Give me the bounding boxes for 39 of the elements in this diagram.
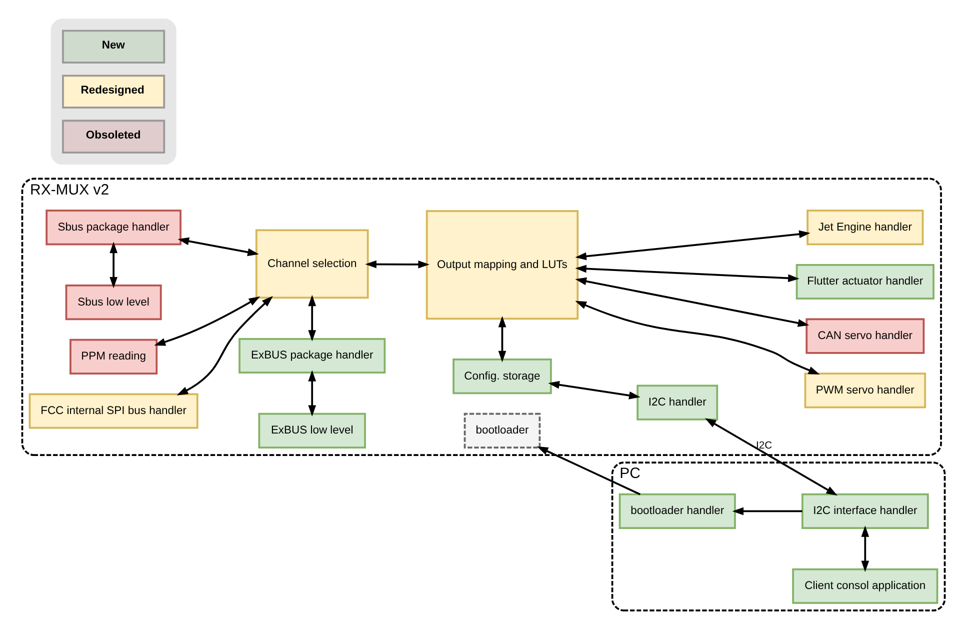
node-box: ExBUS package handler [238, 338, 386, 374]
legend-label: Redesigned [80, 84, 144, 97]
arrow [574, 264, 799, 282]
arrow [536, 446, 640, 496]
arrow [860, 526, 869, 572]
node-box: bootloader [463, 412, 540, 448]
node-box: CAN servo handler [805, 318, 924, 354]
node-box: Config. storage [452, 358, 552, 394]
arrow [732, 507, 802, 516]
arrow [308, 294, 316, 342]
arrow [308, 370, 316, 417]
node-box: Sbus package handler [45, 210, 181, 246]
arrow [176, 296, 272, 396]
node-box: PWM servo handler [804, 372, 926, 408]
node-box: Flutter actuator handler [795, 264, 934, 300]
node-box: I2C interface handler [800, 493, 928, 529]
node-box: Client consol application [792, 568, 938, 604]
node-box: FCC internal SPI bus handler [28, 393, 198, 429]
arrow [574, 230, 810, 260]
node-box: Sbus low level [64, 284, 162, 320]
node-box: PPM reading [69, 338, 158, 374]
legend-label: Obsoleted [85, 130, 140, 142]
arrow [109, 242, 117, 288]
arrow [574, 277, 809, 327]
arrow [704, 418, 838, 496]
node-box: Jet Engine handler [806, 210, 924, 246]
node-box: Channel selection [254, 229, 368, 299]
node-box: ExBUS low level [258, 412, 366, 448]
legend-label: New [101, 40, 124, 52]
arrow [498, 316, 506, 362]
node-box: bootloader handler [618, 493, 736, 529]
arrow [177, 237, 258, 256]
node-box: I2C handler [636, 384, 718, 420]
node-box: Output mapping and LUTs [425, 210, 578, 320]
arrow [548, 380, 640, 400]
arrow [574, 300, 820, 375]
arrow [154, 296, 260, 346]
edge-label: I2C [755, 440, 772, 452]
arrow [364, 260, 430, 268]
